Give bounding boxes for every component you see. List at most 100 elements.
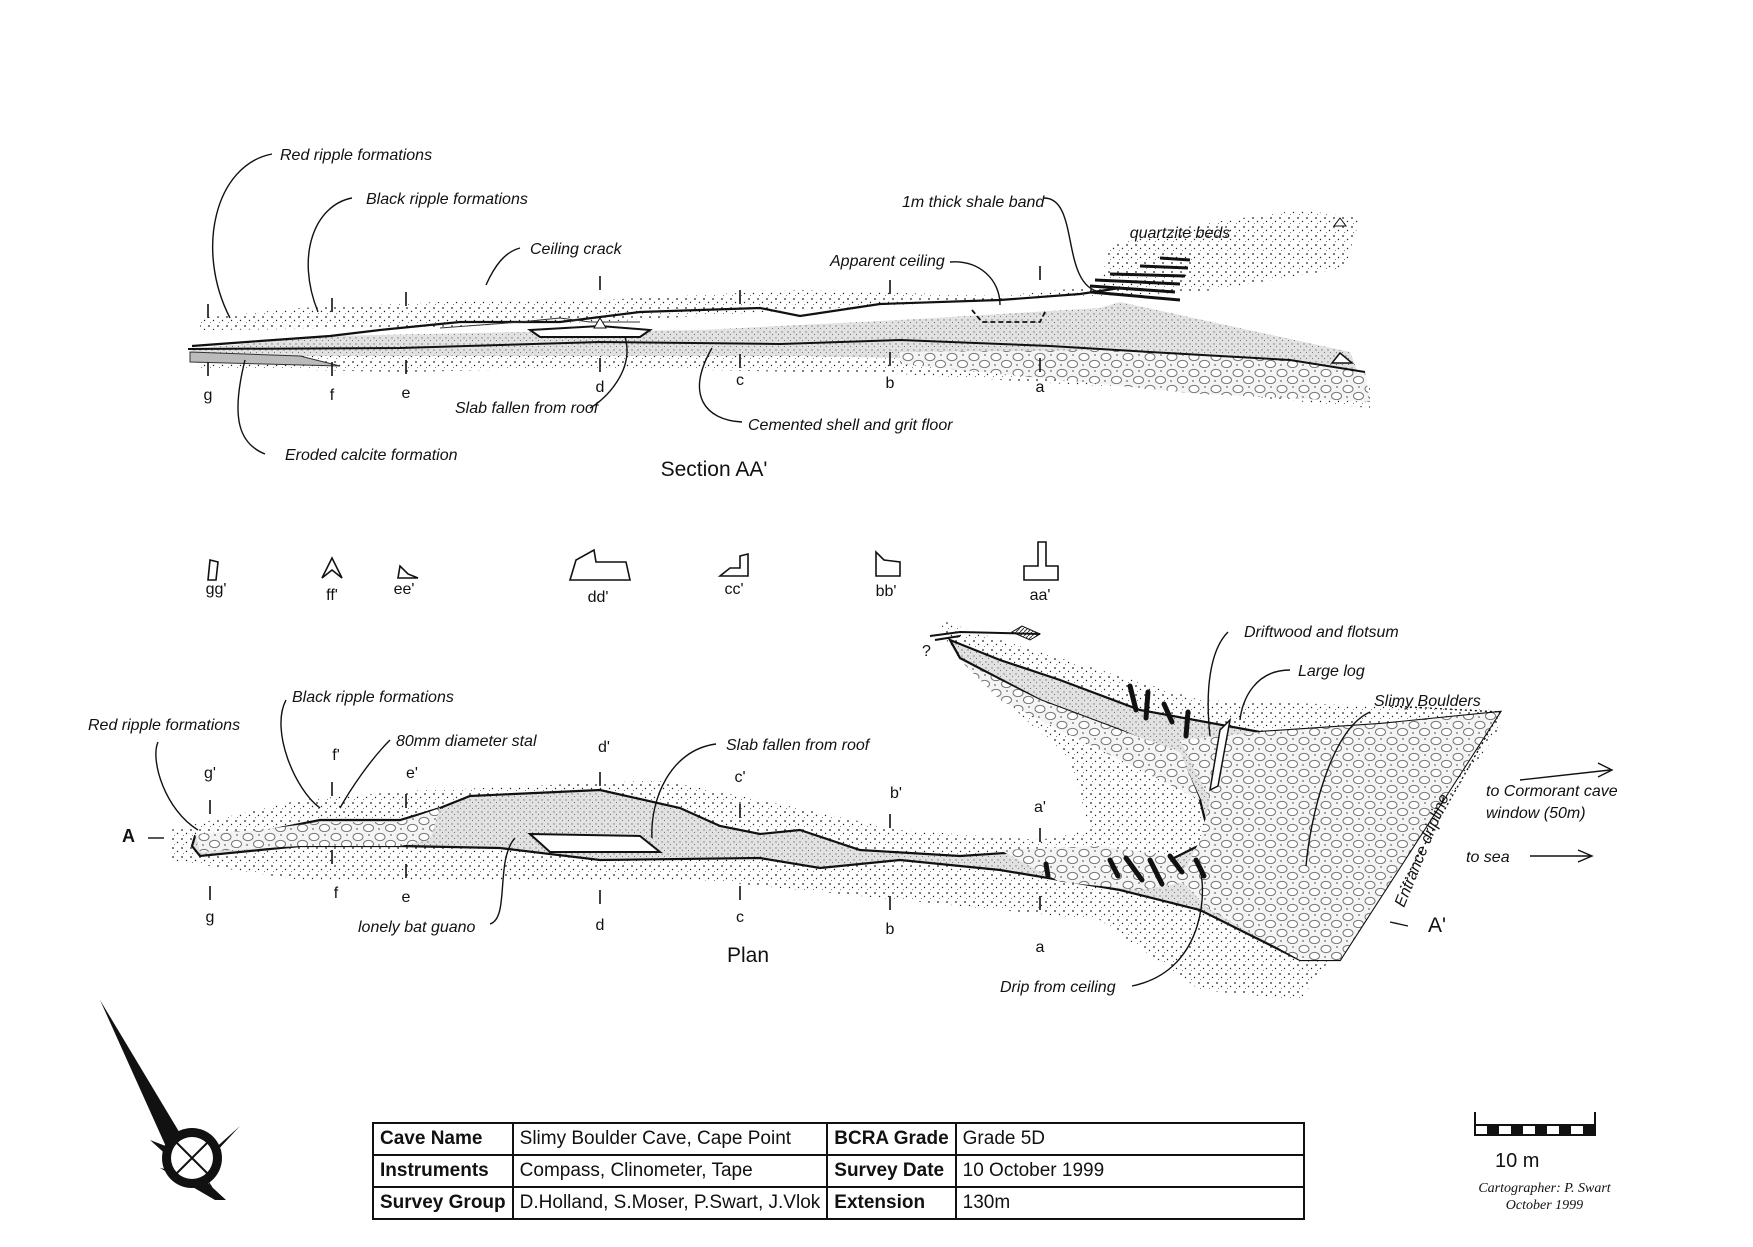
line-A-prime xyxy=(1389,921,1409,927)
plan-leader-stal xyxy=(339,739,391,809)
eroded-calcite xyxy=(189,351,341,367)
xsec-ff xyxy=(321,556,343,579)
plan-label-stal: 80mm diameter stal xyxy=(396,733,537,750)
plan-station-b-prime: b' xyxy=(890,785,902,802)
leader-black-ripple xyxy=(307,197,353,313)
plan-station-a: a xyxy=(1036,939,1045,956)
plan-leader-driftwood xyxy=(1207,631,1229,737)
plan-slimy-boulders-field xyxy=(1180,712,1500,960)
xsec-bb xyxy=(875,550,901,577)
plan-side-passage-edge xyxy=(929,630,1041,637)
plan-station-f-prime: f' xyxy=(332,747,340,764)
plan-station-d-prime: d' xyxy=(598,739,610,756)
driftwood-marks xyxy=(1043,683,1207,887)
label-shale-band: 1m thick shale band xyxy=(902,194,1045,211)
xsec-ee xyxy=(397,564,419,579)
arrow-sea-head xyxy=(1577,849,1594,863)
plan-fallen-slab xyxy=(527,832,663,853)
section-title: Section AA' xyxy=(661,458,768,481)
shale-band-strata xyxy=(1089,256,1191,302)
plan-ripple-zone xyxy=(195,808,440,852)
label-quartzite: quartzite beds xyxy=(1130,225,1231,242)
station-f: f xyxy=(330,387,335,404)
north-arrow-icon xyxy=(100,1000,240,1200)
plan-label-guano: lonely bat guano xyxy=(358,919,476,936)
entrance-triangle-icon xyxy=(1330,351,1355,364)
plan-station-a-prime: a' xyxy=(1034,799,1046,816)
plan-leader-slab xyxy=(651,743,717,839)
floor-cobbles xyxy=(900,350,1370,402)
cell-date-value: 10 October 1999 xyxy=(954,1154,1305,1188)
cell-extension-key: Extension xyxy=(826,1186,957,1220)
leader-shale xyxy=(1043,197,1101,293)
plan-leader-log xyxy=(1239,669,1291,721)
section-profile xyxy=(187,210,1370,408)
label-black-ripple: Black ripple formations xyxy=(366,191,528,208)
cell-grade-value: Grade 5D xyxy=(954,1122,1305,1156)
plan-label-A-prime: A' xyxy=(1428,914,1446,937)
cell-group-value: D.Holland, S.Moser, P.Swart, J.Vlok xyxy=(511,1186,829,1220)
arrow-cormorant-head xyxy=(1597,762,1614,778)
cross-section-shapes xyxy=(207,541,1059,581)
triangle-icon xyxy=(1333,217,1347,227)
apparent-ceiling-line xyxy=(971,309,1047,323)
table-row: Survey Group D.Holland, S.Moser, P.Swart… xyxy=(372,1186,1305,1220)
plan-ticks xyxy=(209,772,1041,910)
table-row: Instruments Compass, Clinometer, Tape Su… xyxy=(372,1154,1305,1188)
cell-group-key: Survey Group xyxy=(372,1186,514,1220)
plan-label-boulders: Slimy Boulders xyxy=(1374,693,1481,710)
xsec-label-ee: ee' xyxy=(394,581,415,598)
xsec-label-aa: aa' xyxy=(1030,587,1051,604)
plan-station-g-prime: g' xyxy=(204,765,216,782)
cell-instruments-key: Instruments xyxy=(372,1154,514,1188)
label-slab: Slab fallen from roof xyxy=(455,400,600,417)
cartographer-credit: Cartographer: P. Swart October 1999 xyxy=(1452,1180,1637,1214)
plan-leader-drip xyxy=(1131,871,1204,987)
xsec-aa xyxy=(1023,541,1059,581)
station-d: d xyxy=(596,379,605,396)
plan-label-question: ? xyxy=(922,643,931,660)
cell-date-key: Survey Date xyxy=(826,1154,957,1188)
leader-red-ripple xyxy=(211,153,273,319)
section-ticks xyxy=(207,266,1041,376)
plan-station-g: g xyxy=(206,909,215,926)
xsec-label-cc: cc' xyxy=(724,581,743,598)
plan-leader-guano xyxy=(489,837,516,925)
station-marker-icon xyxy=(593,317,607,329)
plan-label-A: A xyxy=(122,826,135,846)
label-red-ripple: Red ripple formations xyxy=(280,147,432,164)
cell-cave-name-key: Cave Name xyxy=(372,1122,514,1156)
plan-station-b: b xyxy=(886,921,895,938)
plan-side-passage-boulders xyxy=(960,660,1200,800)
plan-station-c-prime: c' xyxy=(734,769,745,786)
label-ceiling-crack: Ceiling crack xyxy=(530,241,623,258)
station-b: b xyxy=(886,375,895,392)
plan-unknown-lead xyxy=(934,635,961,641)
plan-label-cormorant: to Cormorant cave xyxy=(1486,783,1618,800)
plan-label-drip: Drip from ceiling xyxy=(1000,979,1116,996)
cell-cave-name-value: Slimy Boulder Cave, Cape Point xyxy=(511,1122,829,1156)
entrance-dripline xyxy=(1389,705,1502,889)
xsec-label-ff: ff' xyxy=(326,587,338,604)
plan-leaders xyxy=(148,631,1614,987)
xsec-label-gg: gg' xyxy=(206,581,227,598)
leader-calcite xyxy=(237,359,266,455)
cell-instruments-value: Compass, Clinometer, Tape xyxy=(511,1154,829,1188)
plan-label-driftwood: Driftwood and flotsum xyxy=(1244,624,1399,641)
plan-label-black-ripple: Black ripple formations xyxy=(292,689,454,706)
station-a: a xyxy=(1036,379,1045,396)
station-c: c xyxy=(736,372,744,389)
section-station-labels: g f e d c b a xyxy=(204,372,1045,404)
cell-grade-key: BCRA Grade xyxy=(826,1122,957,1156)
plan-label-sea: to sea xyxy=(1466,849,1510,866)
plan-station-e-prime: e' xyxy=(406,765,418,782)
ceiling-crack-line xyxy=(439,317,640,329)
leader-floor xyxy=(698,347,743,423)
section-leaders xyxy=(211,153,1101,455)
plan-leader-black-ripple xyxy=(280,699,321,809)
xsec-label-dd: dd' xyxy=(588,589,609,606)
survey-info-table: Cave Name Slimy Boulder Cave, Cape Point… xyxy=(372,1122,1305,1220)
leader-apparent-ceiling xyxy=(949,261,1001,306)
plan-label-red-ripple: Red ripple formations xyxy=(88,717,240,734)
large-log xyxy=(1209,717,1232,792)
